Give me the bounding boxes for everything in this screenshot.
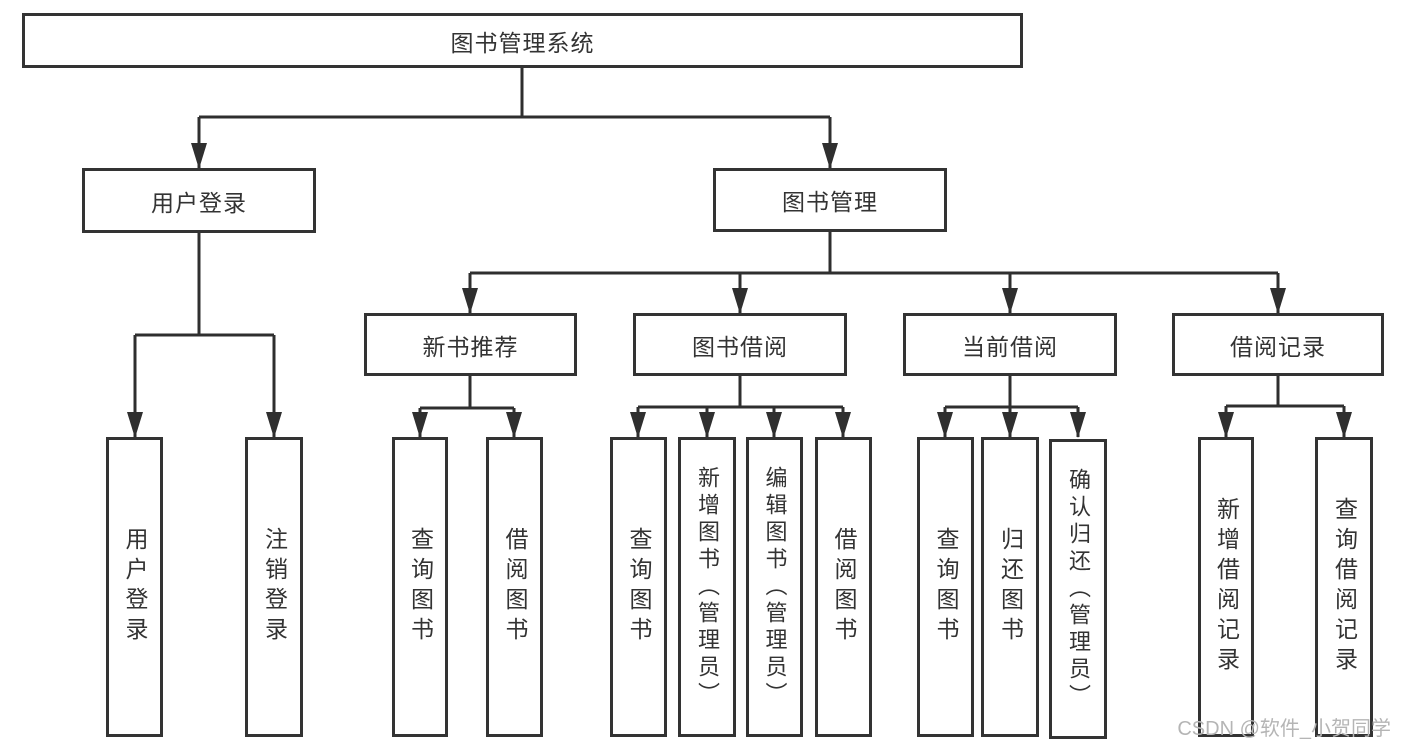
leaf-query-books-current: 查询图书 — [917, 437, 974, 737]
csdn-watermark: CSDN @软件_小贺同学 — [1177, 718, 1391, 740]
node-book-management: 图书管理 — [713, 168, 947, 232]
leaf-logout: 注销登录 — [245, 437, 303, 737]
node-current-borrow: 当前借阅 — [903, 313, 1117, 376]
node-borrow-records: 借阅记录 — [1172, 313, 1384, 376]
leaf-return-book: 归还图书 — [981, 437, 1039, 737]
node-library-management-system: 图书管理系统 — [22, 13, 1023, 68]
leaf-query-borrow-record: 查询借阅记录 — [1315, 437, 1373, 737]
leaf-query-books-borrow: 查询图书 — [610, 437, 667, 737]
leaf-add-borrow-record: 新增借阅记录 — [1198, 437, 1254, 737]
node-book-borrow: 图书借阅 — [633, 313, 847, 376]
node-new-book-recommend: 新书推荐 — [364, 313, 577, 376]
leaf-query-books-recommend: 查询图书 — [392, 437, 448, 737]
leaf-confirm-return-admin: 确认归还（管理员） — [1049, 439, 1107, 739]
node-user-login: 用户登录 — [82, 168, 316, 233]
leaf-borrow-books-recommend: 借阅图书 — [486, 437, 543, 737]
leaf-add-book-admin: 新增图书（管理员） — [678, 437, 736, 737]
leaf-user-login: 用户登录 — [106, 437, 163, 737]
leaf-edit-book-admin: 编辑图书（管理员） — [746, 437, 803, 737]
leaf-borrow-books: 借阅图书 — [815, 437, 872, 737]
